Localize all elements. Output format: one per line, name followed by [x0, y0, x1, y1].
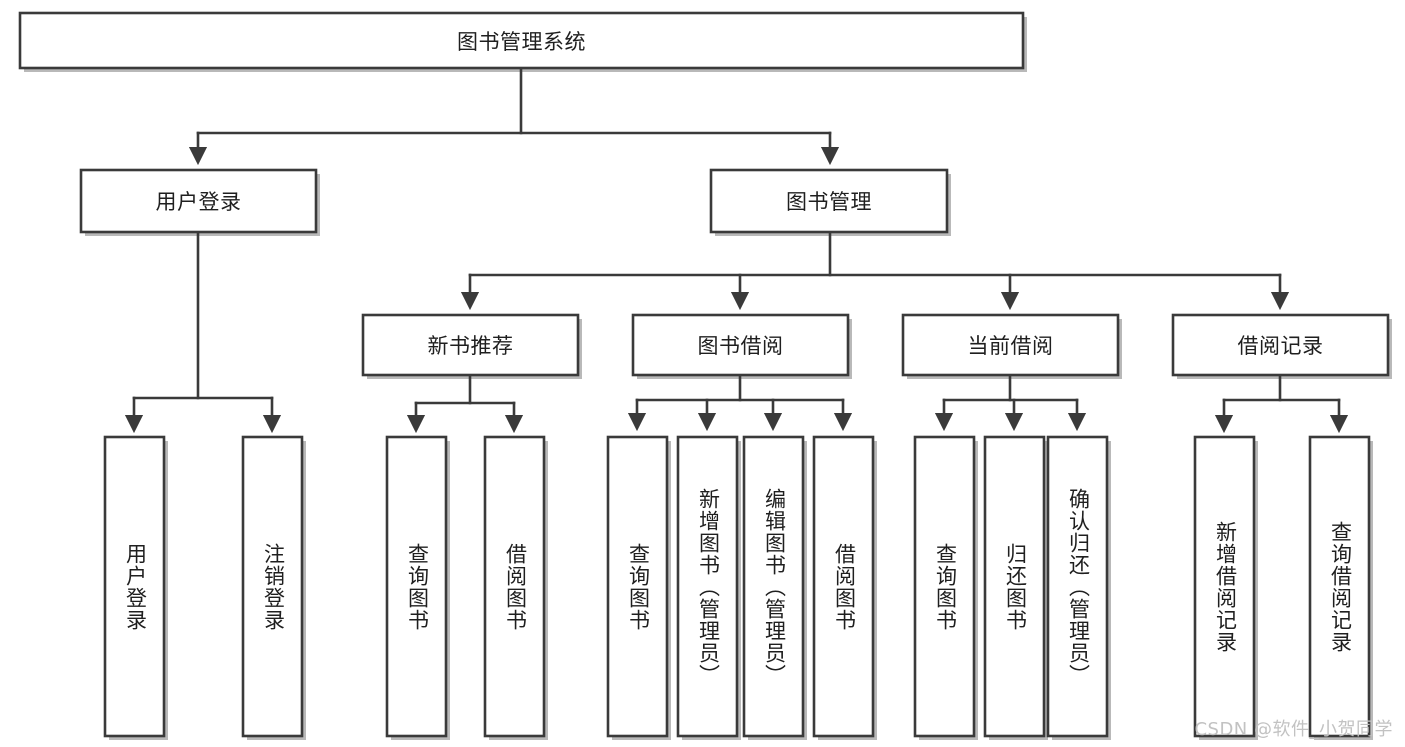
- watermark-text: CSDN @软件_小贺同学: [1194, 719, 1393, 740]
- leaf-box-query-borrow-record[interactable]: [1308, 435, 1371, 738]
- node-box-root[interactable]: [18, 11, 1025, 70]
- connectors-newbooks-to-leaves: [406, 373, 524, 434]
- connectors-books-to-categories: [460, 230, 1290, 311]
- leaf-box-query-books-new[interactable]: [385, 435, 448, 738]
- leaf-box-logout[interactable]: [241, 435, 304, 738]
- leaf-box-add-borrow-record[interactable]: [1193, 435, 1256, 738]
- leaf-box-query-books-current[interactable]: [913, 435, 976, 738]
- leaf-box-confirm-return-admin[interactable]: [1046, 435, 1109, 738]
- leaf-box-borrow-books-new[interactable]: [483, 435, 546, 738]
- connectors-login-to-leaves: [124, 230, 282, 434]
- node-boxes: [18, 11, 1390, 738]
- node-box-book-borrow[interactable]: [631, 313, 850, 377]
- node-box-current-borrow[interactable]: [901, 313, 1120, 377]
- leaf-box-edit-book-admin[interactable]: [742, 435, 805, 738]
- node-box-borrow-record[interactable]: [1171, 313, 1390, 377]
- connectors-borrow-to-leaves: [627, 373, 853, 432]
- connectors-root-to-level2: [188, 66, 840, 166]
- leaf-box-borrow-books[interactable]: [812, 435, 875, 738]
- node-box-user-login[interactable]: [79, 168, 318, 234]
- leaf-box-user-login[interactable]: [103, 435, 166, 738]
- leaf-box-add-book-admin[interactable]: [676, 435, 739, 738]
- leaf-box-return-books[interactable]: [983, 435, 1046, 738]
- node-box-book-management[interactable]: [709, 168, 949, 234]
- leaf-box-query-books-borrow[interactable]: [606, 435, 669, 738]
- connectors-current-to-leaves: [934, 373, 1087, 432]
- node-box-new-book-recommend[interactable]: [361, 313, 580, 377]
- connectors-records-to-leaves: [1214, 373, 1349, 434]
